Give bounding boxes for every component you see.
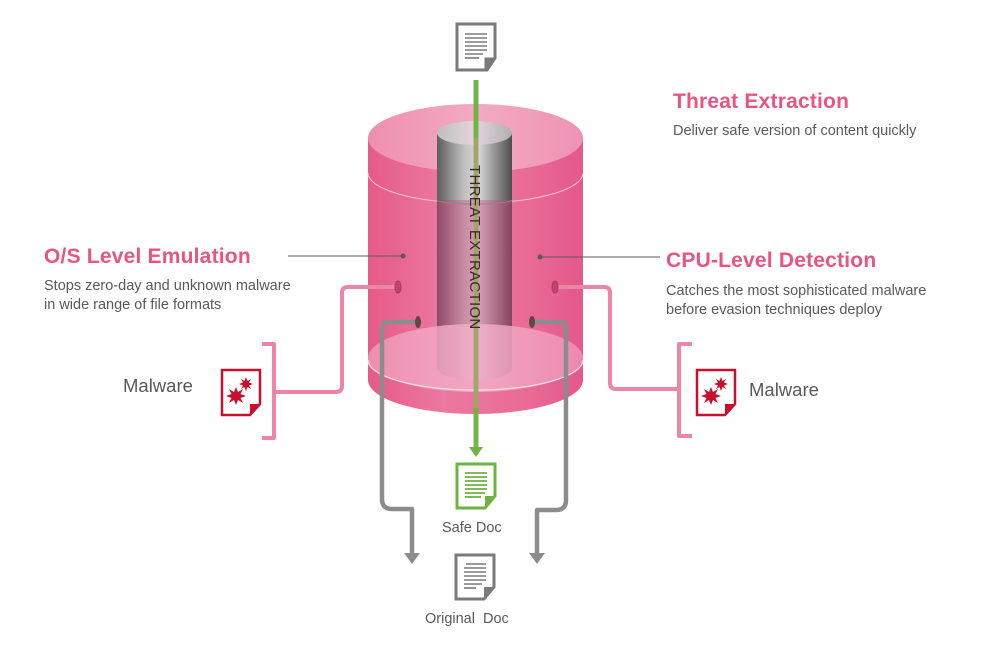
right-original-arrow <box>532 319 569 555</box>
cpu-detection-description-line-1: Catches the most sophisticated malware <box>666 283 927 299</box>
os-emulation-description-line-2: in wide range of file formats <box>44 297 222 313</box>
malware-document-icon-right <box>695 368 737 417</box>
safe-document-icon <box>455 462 497 510</box>
threat-extraction-flow <box>469 80 483 457</box>
left-output-port <box>415 316 421 328</box>
cpu-detection-description-line-2: before evasion techniques deploy <box>666 302 883 318</box>
safe-doc-label: Safe Doc <box>442 520 502 536</box>
callout-left <box>288 253 406 259</box>
left-port <box>394 280 402 294</box>
os-emulation-title: O/S Level Emulation <box>44 245 251 268</box>
callout-dot <box>537 254 543 260</box>
document-icon <box>455 22 497 72</box>
cpu-detection-title: CPU-Level Detection <box>666 249 877 272</box>
right-malware-label: Malware <box>749 379 819 400</box>
callout-dot <box>400 253 406 259</box>
left-arrow-head <box>404 553 420 564</box>
green-arrow-head <box>469 447 483 457</box>
threat-extraction-title: Threat Extraction <box>673 90 850 113</box>
os-emulation-description-line-1: Stops zero-day and unknown malware <box>44 278 291 294</box>
left-malware-connector <box>262 285 398 440</box>
malware-document-icon-left <box>220 368 262 417</box>
callout-right <box>537 254 660 260</box>
original-doc-label: Original Doc <box>425 611 509 627</box>
left-malware-label: Malware <box>123 375 193 396</box>
original-document-icon <box>454 553 496 601</box>
right-output-port <box>529 316 535 328</box>
threat-extraction-description: Deliver safe version of content quickly <box>673 123 917 139</box>
right-malware-connector <box>556 285 692 438</box>
green-flow-overlay <box>473 138 479 408</box>
right-port <box>551 280 559 294</box>
right-arrow-head <box>529 553 545 564</box>
inner-tube-label: THREAT EXTRACTION <box>466 165 483 330</box>
left-original-arrow <box>379 319 418 555</box>
